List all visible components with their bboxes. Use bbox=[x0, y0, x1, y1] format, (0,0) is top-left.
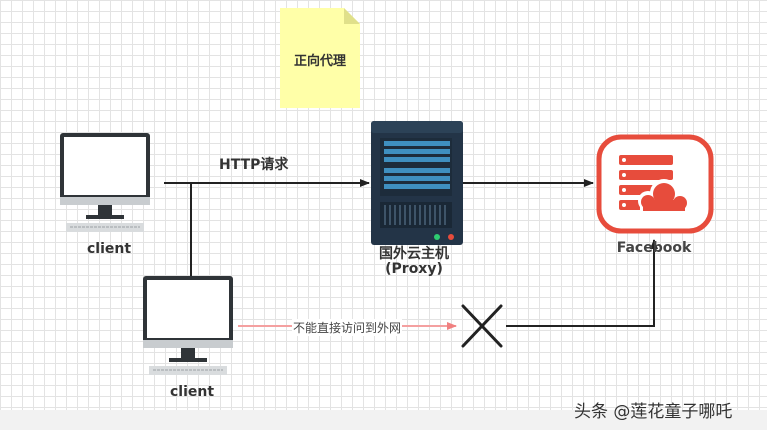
proxy-label-line1: 国外云主机 bbox=[379, 246, 449, 262]
client-computer-1 bbox=[60, 133, 150, 232]
watermark: 头条 @莲花童子哪吒 bbox=[574, 402, 733, 422]
http-request-label: HTTP请求 bbox=[219, 157, 289, 173]
proxy-label-line2: (Proxy) bbox=[385, 261, 443, 277]
cloud-server-icon bbox=[596, 134, 714, 234]
client-label-2: client bbox=[170, 384, 215, 400]
monitor-icon bbox=[60, 133, 150, 219]
client-computer-2 bbox=[143, 276, 233, 375]
blocked-edge-label: 不能直接访问到外网 bbox=[292, 319, 403, 336]
sticky-note bbox=[280, 8, 360, 108]
monitor-icon bbox=[143, 276, 233, 362]
client-label-1: client bbox=[87, 241, 132, 257]
x-to-facebook-arrow bbox=[506, 239, 658, 327]
server-icon bbox=[371, 121, 463, 245]
block-x-icon bbox=[461, 304, 503, 348]
keyboard-icon bbox=[66, 223, 144, 232]
facebook-label: Facebook bbox=[616, 240, 692, 256]
footer-bar bbox=[0, 410, 767, 430]
keyboard-icon bbox=[149, 366, 227, 375]
sticky-note-text: 正向代理 bbox=[293, 54, 346, 69]
